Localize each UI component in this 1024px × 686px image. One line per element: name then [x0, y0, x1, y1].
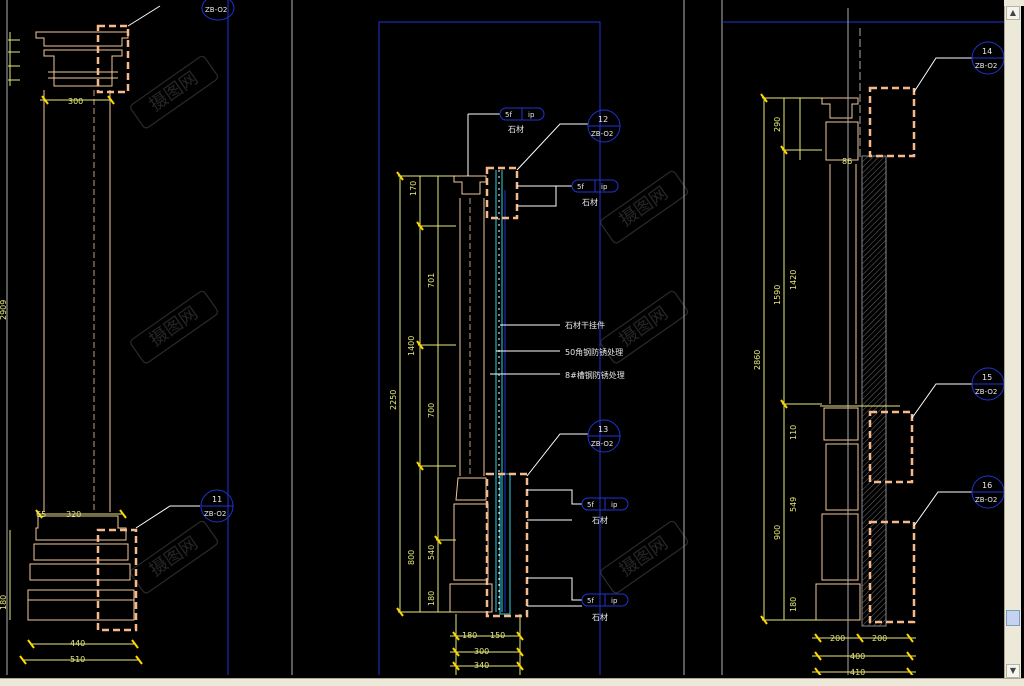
dim-left-65: 65 — [36, 510, 46, 519]
dim-mid-800: 800 — [407, 550, 416, 565]
middle-column-section — [449, 175, 493, 613]
dim-mid-701: 701 — [427, 273, 436, 288]
tag-a: 5f — [587, 501, 594, 509]
label-angle-steel: 50角钢防锈处理 — [565, 347, 623, 357]
dim-left-510: 510 — [70, 655, 85, 664]
dim-right-1420: 1420 — [789, 270, 798, 290]
left-dim-ticks — [19, 95, 143, 665]
dim-mid-300: 300 — [474, 647, 489, 656]
dim-mid-180b: 180 — [462, 631, 477, 640]
chevron-down-icon: ▼ — [1009, 666, 1017, 675]
detail-box-right-bottom — [868, 520, 916, 624]
dim-right-290: 290 — [773, 117, 782, 132]
scroll-down-button[interactable]: ▼ — [1006, 664, 1020, 678]
detail-box-right-mid — [868, 410, 914, 484]
dim-right-110: 110 — [789, 425, 798, 440]
dim-mid-340: 340 — [474, 661, 489, 670]
dim-right-2860: 2860 — [753, 350, 762, 370]
middle-steel-structure — [495, 170, 511, 615]
callout-16-ref: ZB-O2 — [975, 496, 997, 504]
tag-a: 5f — [587, 597, 594, 605]
dim-right-1590: 1590 — [773, 285, 782, 305]
dim-right-180: 180 — [789, 597, 798, 612]
detail-box-left-top — [96, 24, 130, 94]
dim-left-320: 320 — [66, 510, 81, 519]
dim-mid-2250: 2250 — [389, 390, 398, 410]
callout-11-ref: ZB-O2 — [204, 510, 226, 518]
dim-mid-180: 180 — [427, 591, 436, 606]
dim-left-440: 440 — [70, 639, 85, 648]
label-stone-bottom: 石材 — [592, 612, 608, 622]
label-stone-right-top: 石材 — [582, 197, 598, 207]
detail-box-right-top — [868, 86, 916, 158]
dim-mid-540: 540 — [427, 545, 436, 560]
chevron-up-icon: ▲ — [1009, 8, 1017, 17]
callout-15-ref: ZB-O2 — [975, 388, 997, 396]
callout-14-ref: ZB-O2 — [975, 62, 997, 70]
material-tag-mid: 5f ip 石材 — [527, 489, 629, 525]
detail-box-mid-top — [485, 166, 519, 220]
dim-mid-700: 700 — [427, 403, 436, 418]
dim-right-549: 549 — [789, 497, 798, 512]
callout-15-num: 15 — [982, 373, 992, 382]
cad-drawing-canvas: 摄图网 摄图网 摄图网 摄图网 摄图网 摄图网 — [0, 0, 1004, 675]
callout-left-top-ref: ZB-O2 — [205, 6, 227, 14]
leaders-middle — [490, 324, 560, 375]
left-column-elevation — [27, 31, 135, 621]
panel-borders — [6, 0, 1004, 675]
dim-mid-150: 150 — [490, 631, 505, 640]
tag-b: ip — [611, 597, 618, 605]
tag-a: 5f — [505, 111, 512, 119]
label-stone-hanger: 石材干挂件 — [565, 320, 605, 330]
detail-box-left-bottom — [96, 528, 138, 632]
dim-mid-1400: 1400 — [407, 336, 416, 356]
callout-13-num: 13 — [598, 425, 608, 434]
callout-12-num: 12 — [598, 115, 608, 124]
middle-dim-ticks — [396, 171, 524, 671]
callout-11-num: 11 — [212, 495, 222, 504]
callout-14-num: 14 — [982, 47, 992, 56]
vertical-scrollbar[interactable]: ▲ ▼ — [1004, 6, 1021, 678]
dim-right-200b: 200 — [872, 634, 887, 643]
dim-right-200: 200 — [830, 634, 845, 643]
callout-left-top: ZB-O2 — [127, 0, 235, 27]
detail-box-mid-bottom — [485, 472, 529, 618]
dim-right-410: 410 — [850, 668, 865, 675]
right-column-section — [815, 97, 861, 621]
dim-left-300: 300 — [68, 97, 83, 106]
right-dim-ticks — [760, 93, 914, 675]
scroll-up-button[interactable]: ▲ — [1006, 6, 1020, 20]
dim-mid-170: 170 — [409, 181, 418, 196]
dim-right-86: 86 — [842, 157, 852, 166]
callout-13: 13 ZB-O2 — [526, 419, 621, 477]
scrollbar-thumb[interactable] — [1006, 610, 1020, 626]
callout-11: 11 ZB-O2 — [135, 489, 234, 529]
tag-b: ip — [528, 111, 535, 119]
label-stone-top: 石材 — [508, 124, 524, 134]
tag-b: ip — [611, 501, 618, 509]
callout-14: 14 ZB-O2 — [913, 41, 1004, 93]
material-tag-top: 5f ip 石材 — [467, 107, 545, 176]
horizontal-scrollbar[interactable] — [0, 678, 1024, 686]
label-stone-mid: 石材 — [592, 515, 608, 525]
cad-drawing-viewport[interactable]: 摄图网 摄图网 摄图网 摄图网 摄图网 摄图网 — [0, 0, 1004, 675]
callout-16: 16 ZB-O2 — [913, 475, 1004, 527]
dim-right-900: 900 — [773, 525, 782, 540]
right-column-dimensions — [762, 97, 916, 673]
dim-right-400: 400 — [850, 652, 865, 661]
left-column-dimensions — [8, 32, 140, 661]
callout-16-num: 16 — [982, 481, 992, 490]
hatched-wall — [861, 155, 887, 627]
callout-13-ref: ZB-O2 — [591, 440, 613, 448]
label-channel-steel: 8#槽钢防锈处理 — [565, 370, 625, 380]
tag-b: ip — [601, 183, 608, 191]
tag-a: 5f — [577, 183, 584, 191]
dim-left-180: 180 — [0, 595, 8, 610]
callout-15: 15 ZB-O2 — [911, 367, 1004, 419]
callout-12-ref: ZB-O2 — [591, 130, 613, 138]
material-tag-right-top: 5f ip 石材 — [517, 179, 619, 207]
material-tag-bottom: 5f ip 石材 — [527, 577, 629, 622]
callout-12: 12 ZB-O2 — [516, 109, 621, 171]
dim-left-2909: 2909 — [0, 300, 8, 320]
